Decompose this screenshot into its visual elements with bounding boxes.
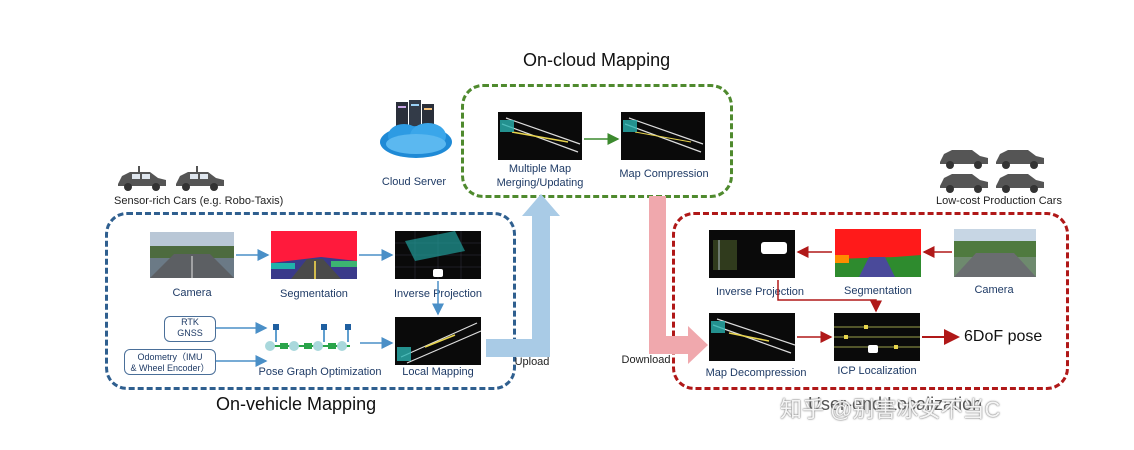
gnss-label: GNSS <box>177 328 203 338</box>
vehicle-camera-label: Camera <box>172 287 212 299</box>
map-compression-image <box>621 112 705 160</box>
loc-camera-image <box>954 229 1036 277</box>
map-decompression-label: Map Decompression <box>705 367 807 379</box>
production-cars-icon <box>938 146 1050 194</box>
download-arrow <box>649 196 708 364</box>
multiple-map-label-line2: Merging/Updating <box>496 177 584 189</box>
user-end-localization-title: User-end Localization <box>808 394 983 414</box>
pose-output-label: 6DoF pose <box>964 328 1043 345</box>
rtk-gnss-box <box>164 316 216 342</box>
vehicle-segmentation-label: Segmentation <box>280 288 348 300</box>
icp-localization-image <box>834 313 920 361</box>
multiple-map-label-line1: Multiple Map <box>508 163 572 175</box>
map-compression-label: Map Compression <box>619 168 709 180</box>
download-label: Download <box>621 354 671 366</box>
vehicle-inverse-projection-image <box>395 231 481 279</box>
loc-inverse-projection-label: Inverse Projection <box>715 286 805 298</box>
odometry-label-line1: Odometry（IMU <box>137 352 203 362</box>
loc-segmentation-label: Segmentation <box>844 285 912 297</box>
on-vehicle-mapping-title: On-vehicle Mapping <box>216 394 377 414</box>
local-mapping-image <box>395 317 481 365</box>
pose-graph-label: Pose Graph Optimization <box>258 366 382 378</box>
local-mapping-label: Local Mapping <box>402 366 474 378</box>
odometry-box <box>124 349 216 375</box>
vehicle-camera-image <box>150 232 234 278</box>
cloud-mapping-title: On-cloud Mapping <box>523 50 671 70</box>
inv-to-icp-arrow <box>777 280 882 313</box>
cloud-mapping-frame <box>461 84 733 198</box>
loc-inverse-projection-image <box>709 230 795 278</box>
loc-segmentation-image <box>835 229 921 277</box>
on-vehicle-mapping-frame <box>105 212 516 390</box>
low-cost-cars-label: Low-cost Production Cars <box>936 195 1062 207</box>
upload-arrow <box>486 194 560 357</box>
cloud-server-icon <box>376 98 456 160</box>
odometry-label-line2: & Wheel Encoder） <box>130 363 210 373</box>
sensor-car-icon <box>116 164 228 192</box>
vehicle-segmentation-image <box>271 231 357 279</box>
upload-label: Upload <box>514 356 550 368</box>
multiple-map-image <box>498 112 582 160</box>
icp-localization-label: ICP Localization <box>837 365 917 377</box>
pose-graph-icon <box>264 322 356 358</box>
watermark: 知乎 @别害冰女不当C <box>780 397 1001 422</box>
map-decompression-image <box>709 313 795 361</box>
sensor-rich-cars-label: Sensor-rich Cars (e.g. Robo-Taxis) <box>114 195 284 207</box>
loc-camera-label: Camera <box>974 284 1014 296</box>
cloud-server-label: Cloud Server <box>381 176 447 188</box>
rtk-label: RTK <box>181 317 199 327</box>
localization-frame <box>672 212 1069 390</box>
